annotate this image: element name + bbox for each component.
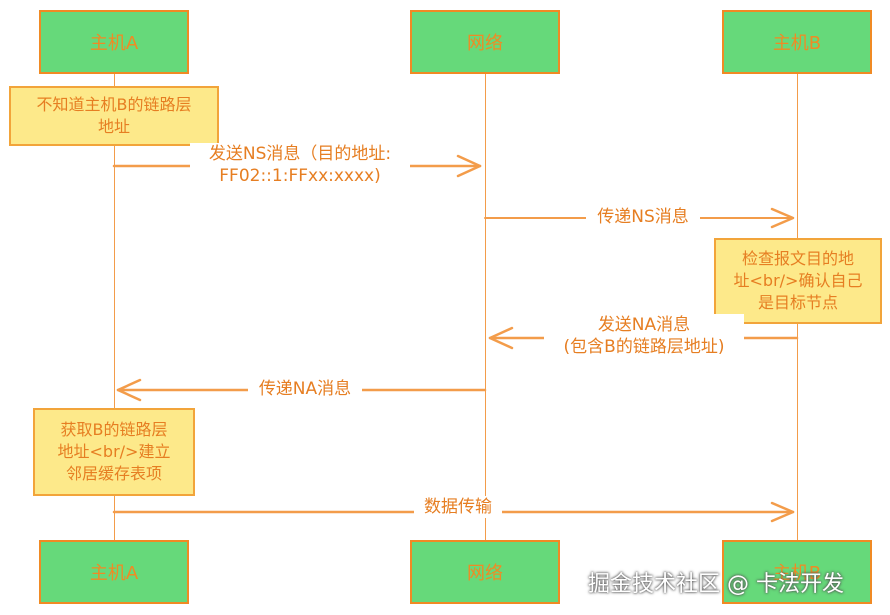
note-host-b-check: 检查报文目的地 址<br/>确认自己 是目标节点 xyxy=(714,238,882,324)
actor-label: 网络 xyxy=(467,33,503,54)
note-host-a-cache: 获取B的链路层 地址<br/>建立 邻居缓存表项 xyxy=(33,408,195,496)
actor-label: 主机A xyxy=(89,33,139,54)
message-label-data-transfer: 数据传输 xyxy=(414,496,502,518)
message-label-relay-na: 传递NA消息 xyxy=(248,378,362,400)
actor-label: 主机B xyxy=(772,563,822,584)
arrowhead-m3 xyxy=(488,326,514,350)
actor-label: 主机A xyxy=(89,563,139,584)
actor-host-a-bottom: 主机A xyxy=(39,540,189,604)
actor-host-b-top: 主机B xyxy=(722,10,872,74)
actor-network-bottom: 网络 xyxy=(410,540,560,604)
actor-label: 主机B xyxy=(772,33,822,54)
actor-host-a-top: 主机A xyxy=(39,10,189,74)
arrowhead-m5 xyxy=(770,501,795,523)
lifeline-host-a xyxy=(114,74,115,540)
actor-label: 网络 xyxy=(467,563,503,584)
watermark: 掘金技术社区 @ 卡法开发 xyxy=(588,572,844,597)
actor-network-top: 网络 xyxy=(410,10,560,74)
message-label-send-ns: 发送NS消息（目的地址: FF02::1:FFxx:xxxx) xyxy=(190,143,410,187)
arrowhead-m1 xyxy=(456,154,482,178)
arrowhead-m2 xyxy=(770,207,795,229)
message-label-send-na: 发送NA消息 (包含B的链路层地址) xyxy=(544,314,744,358)
message-label-relay-ns: 传递NS消息 xyxy=(586,206,700,228)
arrowhead-m4 xyxy=(116,378,142,402)
lifeline-network xyxy=(485,74,486,540)
actor-host-b-bottom: 主机B xyxy=(722,540,872,604)
note-host-a-unknown-mac: 不知道主机B的链路层 地址 xyxy=(9,86,219,146)
